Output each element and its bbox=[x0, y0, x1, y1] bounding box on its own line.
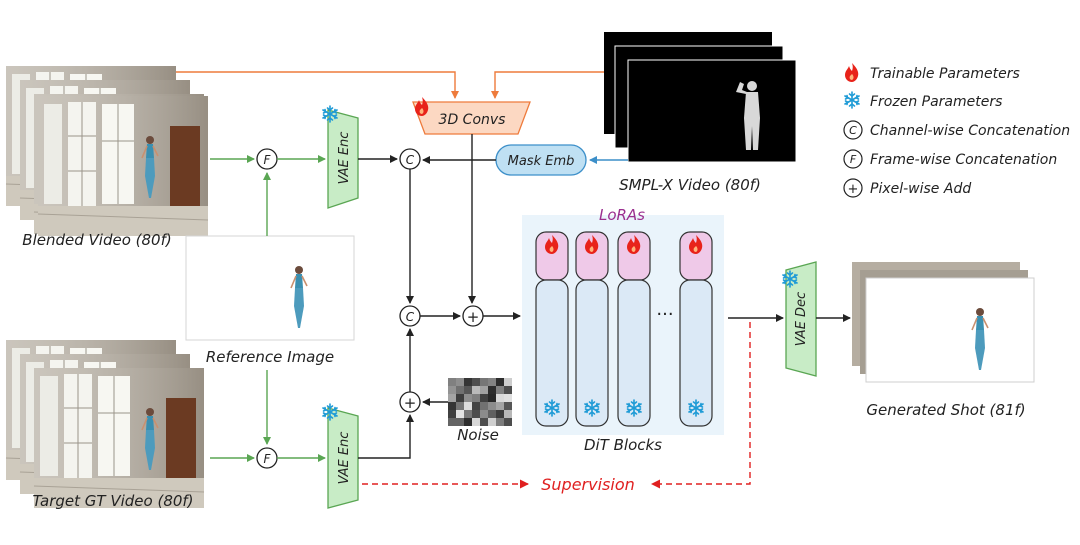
frame-concat-bottom: F bbox=[256, 447, 278, 469]
channel-concat-mid: C bbox=[399, 305, 421, 327]
legend-flame-icon bbox=[845, 63, 859, 82]
smplx-video-stack bbox=[604, 32, 797, 163]
svg-text:C: C bbox=[406, 310, 415, 324]
generated-shot-stack bbox=[852, 262, 1035, 383]
svg-text:F: F bbox=[264, 153, 272, 167]
supervision-label: Supervision bbox=[541, 475, 635, 494]
svg-text:Mask Emb: Mask Emb bbox=[508, 154, 575, 169]
legend: Trainable Parameters Frozen Parameters C… bbox=[843, 63, 1070, 198]
edge-blended-to-conv bbox=[176, 71, 459, 99]
svg-text:3D Convs: 3D Convs bbox=[439, 112, 506, 128]
edge-vae-bottom-to-add bbox=[358, 414, 414, 459]
legend-snowflake-icon bbox=[844, 91, 860, 109]
reference-image bbox=[185, 235, 355, 341]
dit-block-3 bbox=[617, 231, 651, 427]
legend-channel-concat: Channel-wise Concatenation bbox=[870, 123, 1070, 139]
channel-concat-top: C bbox=[399, 148, 421, 170]
target-gt-video-stack bbox=[5, 339, 205, 509]
frame-concat-top: F bbox=[256, 148, 278, 170]
vae-enc-bottom: VAE Enc bbox=[327, 407, 359, 509]
dit-block-n bbox=[679, 231, 713, 427]
legend-pixel-add: Pixel-wise Add bbox=[870, 181, 971, 197]
edge-smplx-to-conv bbox=[491, 71, 604, 99]
svg-text:VAE Enc: VAE Enc bbox=[337, 432, 352, 485]
svg-text:C: C bbox=[849, 124, 857, 137]
target-gt-video-label: Target GT Video (80f) bbox=[32, 492, 193, 510]
svg-text:+: + bbox=[467, 308, 480, 326]
dit-block-2 bbox=[575, 231, 609, 427]
pixel-add-mid: + bbox=[462, 305, 484, 327]
svg-text:VAE Enc: VAE Enc bbox=[337, 132, 352, 185]
conv3d-trainable-icon bbox=[415, 97, 429, 116]
dit-blocks-label: DiT Blocks bbox=[584, 436, 662, 454]
svg-text:F: F bbox=[850, 153, 857, 166]
dit-block-1 bbox=[535, 231, 569, 427]
pixel-add-noise: + bbox=[399, 391, 421, 413]
generated-shot-label: Generated Shot (81f) bbox=[866, 401, 1025, 419]
loras-label: LoRAs bbox=[599, 206, 645, 224]
legend-trainable: Trainable Parameters bbox=[870, 66, 1020, 82]
blended-video-stack bbox=[5, 65, 209, 237]
vae-dec: VAE Dec bbox=[785, 261, 817, 377]
smplx-video-label: SMPL-X Video (80f) bbox=[619, 176, 761, 194]
noise-label: Noise bbox=[457, 426, 499, 444]
legend-frame-concat: Frame-wise Concatenation bbox=[870, 152, 1057, 168]
reference-image-label: Reference Image bbox=[206, 348, 334, 366]
svg-text:+: + bbox=[404, 394, 417, 412]
conv3d-module: 3D Convs bbox=[412, 101, 531, 135]
legend-add-icon: + bbox=[843, 178, 863, 198]
vae-enc-top: VAE Enc bbox=[327, 109, 359, 209]
noise-image bbox=[448, 378, 512, 426]
legend-channel-icon: C bbox=[843, 120, 863, 140]
svg-text:C: C bbox=[406, 153, 415, 167]
dit-ellipsis: ··· bbox=[656, 304, 673, 325]
legend-frozen: Frozen Parameters bbox=[870, 94, 1002, 110]
blended-video-label: Blended Video (80f) bbox=[22, 231, 171, 249]
svg-text:+: + bbox=[848, 182, 859, 197]
edge-output-supervision bbox=[651, 322, 751, 489]
svg-text:F: F bbox=[264, 452, 272, 466]
svg-text:VAE Dec: VAE Dec bbox=[794, 292, 809, 346]
mask-emb-module: Mask Emb bbox=[495, 144, 587, 176]
legend-frame-icon: F bbox=[843, 149, 863, 169]
